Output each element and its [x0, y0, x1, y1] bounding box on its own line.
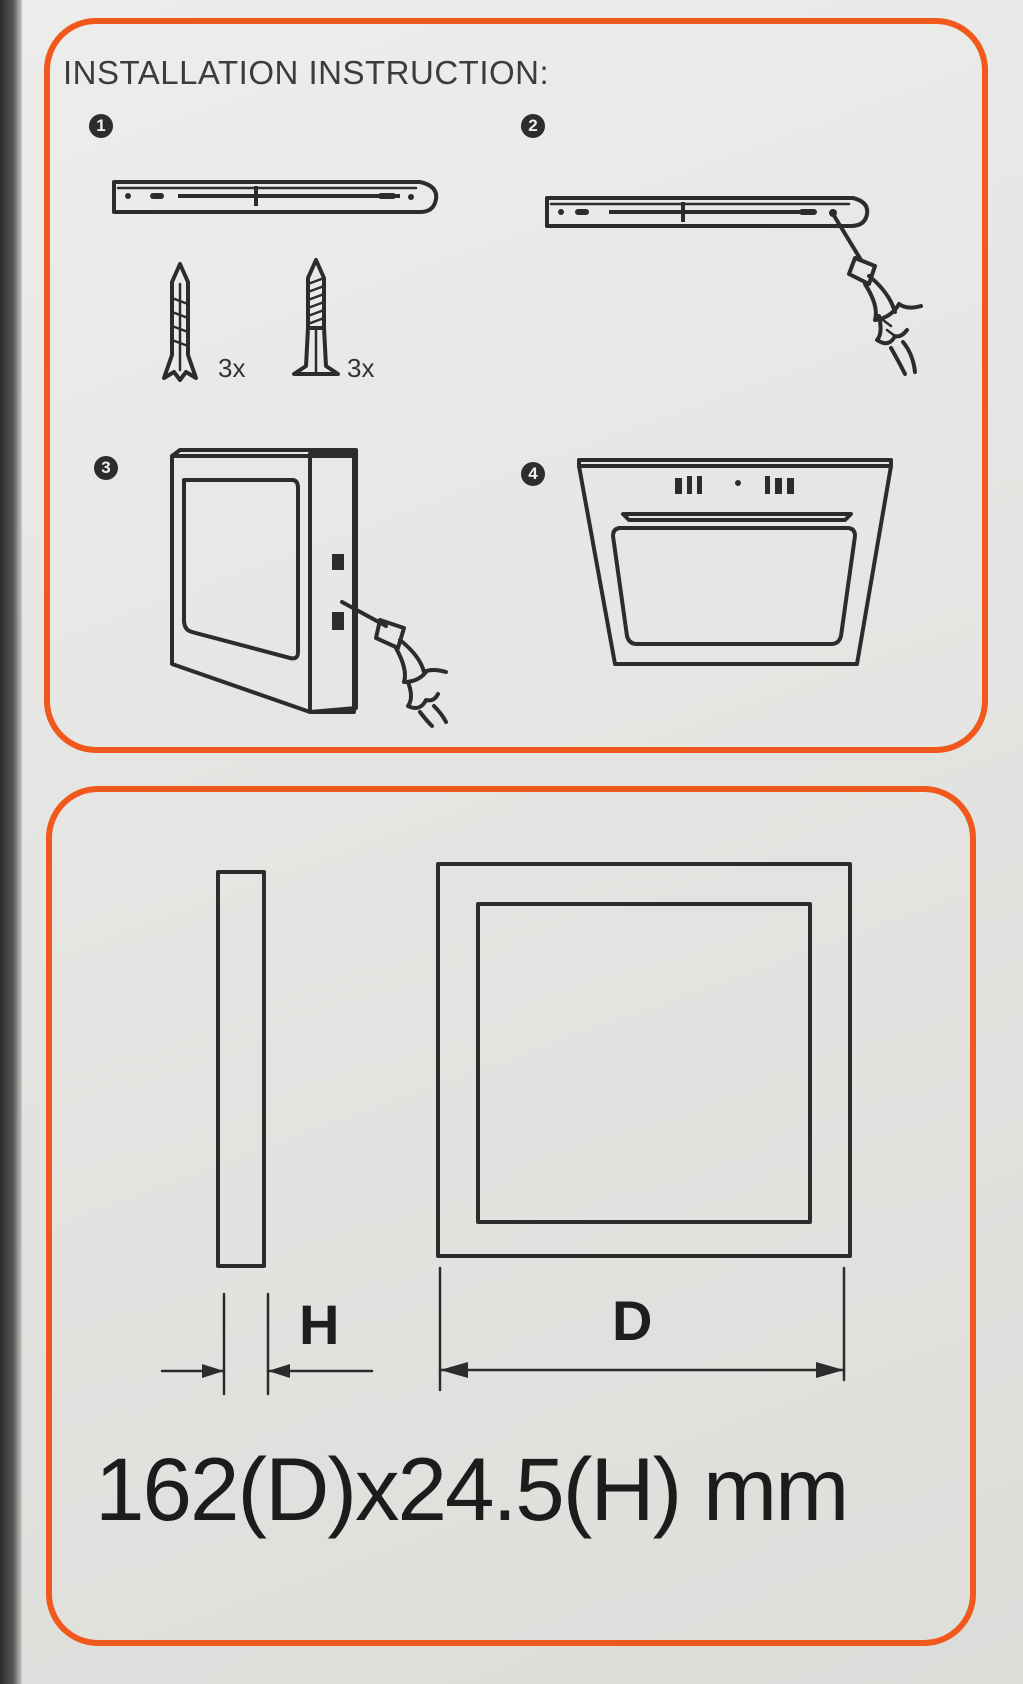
wall-plug-quantity: 3x [218, 353, 246, 383]
diameter-label: D [612, 1289, 653, 1352]
bracket-screwing-illustration [545, 196, 923, 376]
front-view-drawing [436, 862, 852, 1392]
installation-title: INSTALLATION INSTRUCTION: [63, 54, 550, 91]
mounting-bracket-icon [112, 180, 439, 214]
packaging-edge [0, 0, 22, 1684]
screw-quantity: 3x [347, 353, 375, 383]
step-number-4: 4 [521, 462, 545, 486]
panel-mounting-illustration [170, 448, 448, 728]
installation-box [44, 18, 988, 753]
step-number-2: 2 [521, 114, 545, 138]
height-label: H [299, 1293, 340, 1356]
wall-plug-icon [162, 262, 198, 382]
mounted-panel-illustration [577, 458, 893, 666]
step-number-1: 1 [89, 114, 113, 138]
dimensions-caption: 162(D)x24.5(H) mm [95, 1439, 849, 1539]
dimensions-box [46, 786, 976, 1646]
screw-icon [292, 258, 340, 376]
side-view-drawing [160, 870, 374, 1396]
step-number-3: 3 [94, 456, 118, 480]
